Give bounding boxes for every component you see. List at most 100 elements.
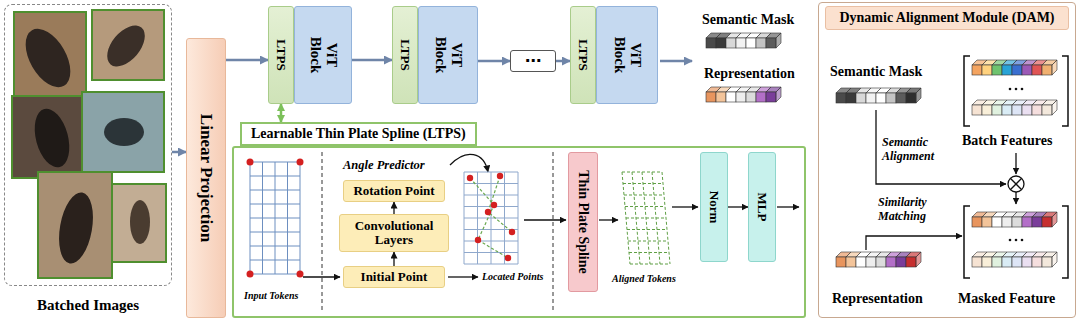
figure [104, 118, 144, 146]
node-text: MLP [755, 193, 769, 222]
label: Aligned Tokens [612, 273, 676, 285]
grid-line [250, 260, 300, 261]
connector [172, 151, 186, 154]
cube [906, 257, 916, 267]
label: Batch Features [962, 133, 1052, 149]
bracket [964, 56, 970, 126]
cube [1022, 65, 1032, 75]
grid-line [464, 195, 518, 196]
multiply-symbol [1008, 176, 1024, 192]
control-point [505, 255, 511, 261]
control-point [297, 159, 304, 166]
connector [556, 60, 570, 63]
node-text: LTPS [576, 39, 590, 70]
multiply-symbol [1010, 178, 1021, 189]
cube [876, 257, 886, 267]
control-point [467, 175, 473, 181]
label: Input Tokens [244, 290, 298, 302]
connector [478, 60, 510, 63]
cube [906, 93, 916, 103]
arrow [448, 276, 478, 277]
arrow [777, 206, 799, 207]
photo [112, 184, 166, 262]
node-text: Thin Plate Spline [576, 170, 591, 273]
multiply-symbol [1010, 178, 1021, 189]
cube [746, 38, 756, 48]
photo [38, 172, 112, 278]
dashed-frame [4, 4, 172, 286]
label: Located Points [482, 271, 543, 283]
dots-box: ⋯ [510, 50, 556, 72]
divider [553, 152, 554, 312]
node-text: Batched Images [4, 297, 172, 314]
connector [393, 202, 394, 214]
label: Similarity Matching [878, 196, 956, 224]
node-text: Convolutional Layers [340, 219, 448, 248]
cube [726, 92, 736, 102]
photo [92, 10, 164, 80]
grid-line [464, 183, 518, 184]
grid-line [625, 206, 665, 207]
curved-arrow [450, 154, 488, 172]
cube [992, 65, 1002, 75]
cube [856, 93, 866, 103]
ellipsis-dot [1009, 239, 1012, 242]
grid-line [250, 176, 300, 177]
cube [1032, 65, 1042, 75]
batched-photos [12, 10, 166, 278]
teal-box: MLP [748, 152, 776, 262]
grid-line [464, 252, 518, 253]
ltps-box: LTPS [392, 6, 418, 104]
cube [972, 105, 982, 115]
grid-line [630, 264, 670, 265]
cube [726, 38, 736, 48]
grid-line [464, 172, 518, 173]
control-point [247, 271, 254, 278]
cube-side [916, 252, 921, 267]
cube [1032, 105, 1042, 115]
cube [972, 257, 982, 267]
figure [29, 105, 75, 171]
grid-line [629, 252, 669, 253]
cube [1022, 257, 1032, 267]
cube [1042, 105, 1052, 115]
grid-line [626, 218, 666, 219]
ltps-box: LTPS [268, 6, 294, 104]
cube [856, 257, 866, 267]
cube [1022, 105, 1032, 115]
control-point [509, 229, 515, 235]
grid-line [628, 241, 668, 242]
wire [866, 236, 962, 250]
cube [706, 38, 716, 48]
cube [1002, 65, 1012, 75]
grid-line [464, 241, 518, 242]
photo [82, 92, 164, 172]
node-text: ViT Block [611, 32, 643, 78]
node-text: ViT Block [432, 32, 464, 78]
yel-box: Rotation Point [343, 180, 445, 202]
cube [1042, 65, 1052, 75]
cube [766, 92, 776, 102]
node-text: Initial Point [361, 270, 428, 284]
photo [12, 96, 92, 178]
arrow [524, 219, 566, 220]
bracket [964, 206, 970, 278]
cube [756, 38, 766, 48]
grid-line [250, 218, 300, 219]
figure [100, 19, 152, 74]
connector [226, 59, 268, 62]
cube [1012, 257, 1022, 267]
grid-line [250, 162, 300, 163]
cube [736, 92, 746, 102]
cube [1002, 217, 1012, 227]
arrow [672, 206, 698, 207]
cube-side [776, 33, 781, 48]
cube [1012, 65, 1022, 75]
grid-line [464, 206, 518, 207]
label: Semantic Mask [702, 12, 794, 28]
node-text: Norm [707, 191, 721, 224]
cube-side [1052, 252, 1057, 267]
cube [972, 217, 982, 227]
cube [886, 257, 896, 267]
node-text: ⋯ [525, 53, 541, 69]
